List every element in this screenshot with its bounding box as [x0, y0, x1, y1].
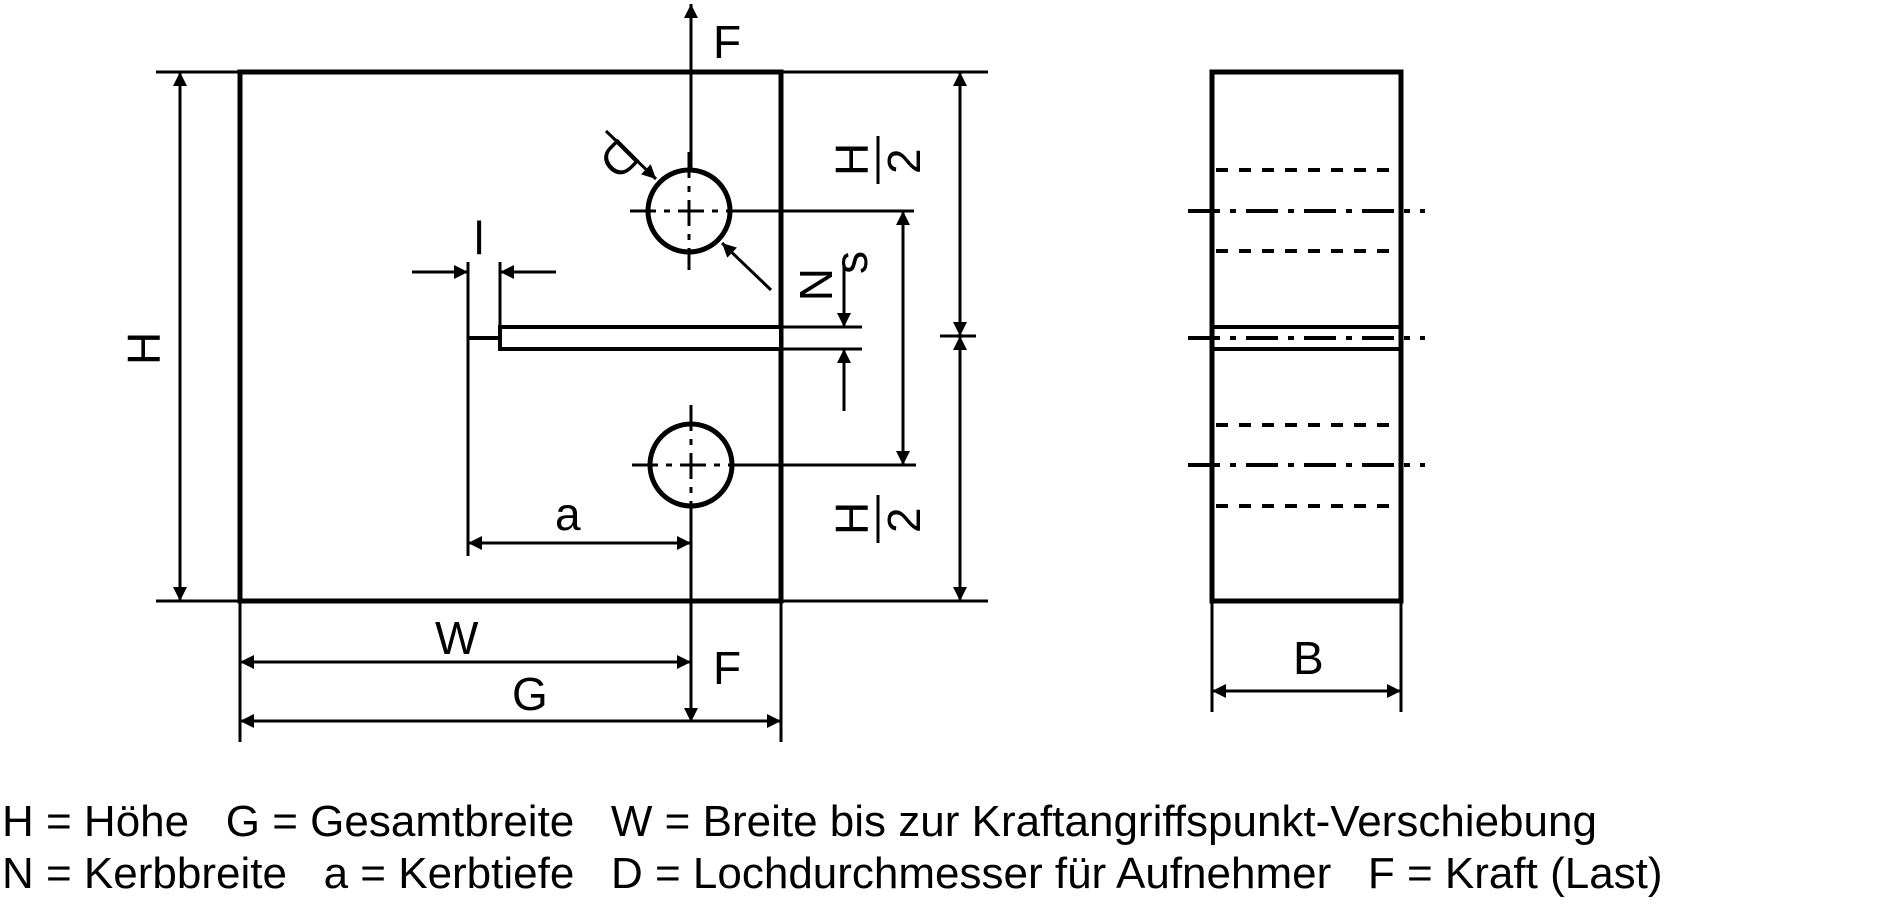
- svg-text:H: H: [826, 143, 878, 176]
- front-view: [156, 3, 988, 742]
- side-centerlines: [1188, 209, 1425, 467]
- label-half-height-lower: H 2: [826, 495, 930, 543]
- label-half-height-upper: H 2: [826, 136, 930, 184]
- side-hole-hidden-lines: [1216, 168, 1397, 508]
- label-notch-width: N: [790, 268, 842, 301]
- hole-centerlines: [630, 152, 733, 520]
- diameter-leader-bottom: [720, 241, 773, 292]
- label-diameter: D: [589, 129, 649, 189]
- legend-line-2: N = Kerbbreite a = Kerbtiefe D = Lochdur…: [2, 849, 1663, 898]
- svg-text:2: 2: [878, 148, 930, 174]
- label-thickness: B: [1293, 632, 1324, 684]
- label-force-bottom: F: [713, 642, 741, 694]
- label-notch-depth: a: [555, 488, 581, 540]
- side-view: [1188, 69, 1425, 712]
- svg-text:2: 2: [878, 507, 930, 533]
- svg-text:H: H: [826, 502, 878, 535]
- label-spacing: s: [825, 251, 877, 274]
- label-notch-length: l: [474, 212, 484, 264]
- diameter-leader-top: [604, 129, 658, 181]
- label-total-width: G: [512, 668, 548, 720]
- notch: [498, 325, 783, 351]
- label-height: H: [118, 332, 170, 365]
- legend-line-1: H = Höhe G = Gesamtbreite W = Breite bis…: [2, 797, 1597, 846]
- label-width: W: [435, 612, 479, 664]
- label-force-top: F: [713, 16, 741, 68]
